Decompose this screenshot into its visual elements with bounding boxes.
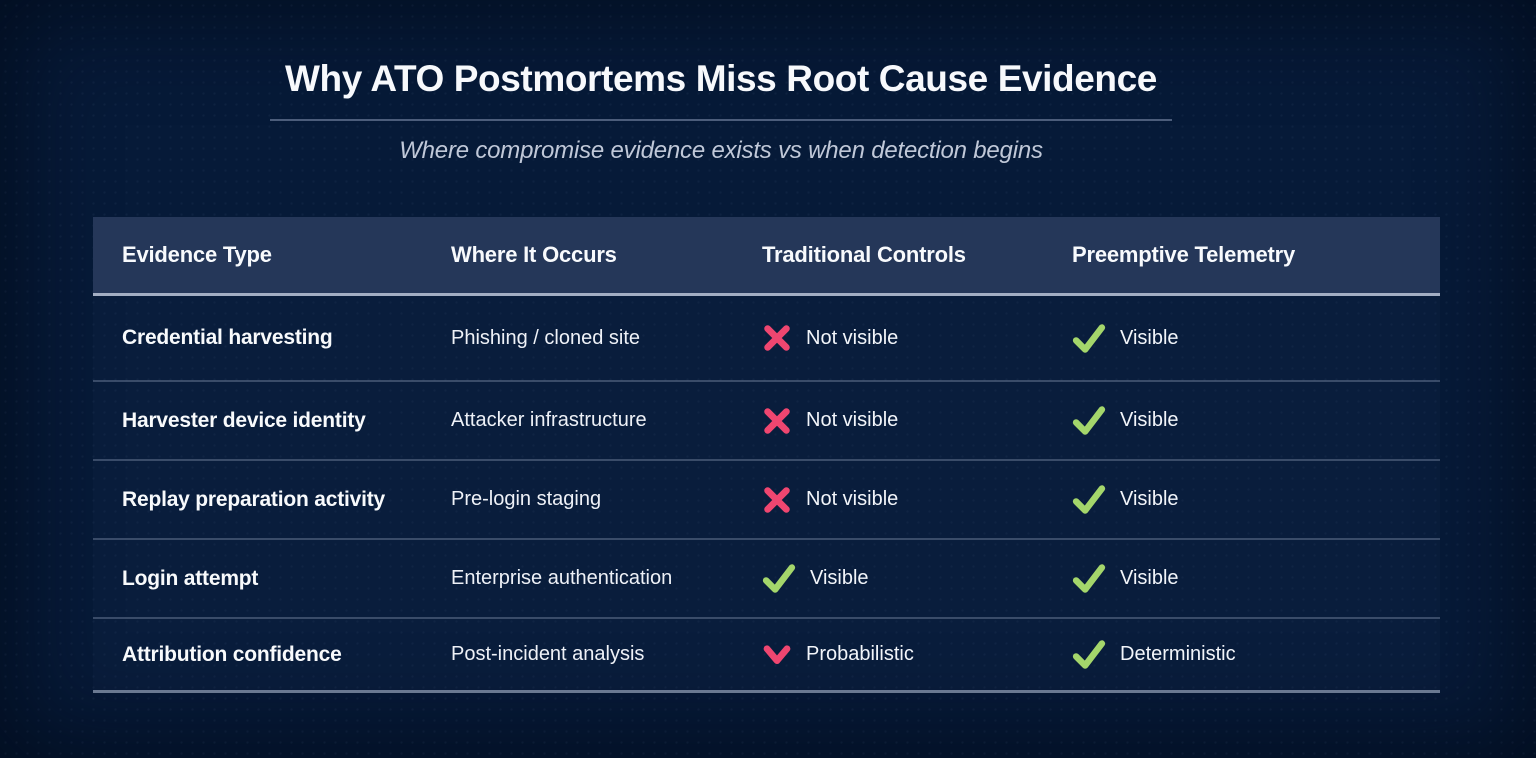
page-title: Why ATO Postmortems Miss Root Cause Evid… <box>285 58 1157 99</box>
where-it-occurs-cell: Pre-login staging <box>451 488 602 510</box>
status-label: Visible <box>1120 326 1179 349</box>
where-it-occurs-cell: Enterprise authentication <box>451 567 673 589</box>
title-divider <box>270 118 1172 121</box>
x-icon <box>762 485 792 515</box>
where-it-occurs-cell: Post-incident analysis <box>451 643 645 665</box>
where-it-occurs-cell: Phishing / cloned site <box>451 326 641 349</box>
preemptive-telemetry-cell: Visible <box>1072 405 1440 436</box>
evidence-type-cell: Credential harvesting <box>122 326 333 349</box>
status-label: Not visible <box>806 488 899 510</box>
status-label: Visible <box>1120 488 1179 510</box>
preemptive-telemetry-cell: Visible <box>1072 484 1440 515</box>
table-row: Replay preparation activity Pre-login st… <box>93 461 1440 540</box>
where-it-occurs-cell: Attacker infrastructure <box>451 409 647 431</box>
table-body: Credential harvesting Phishing / cloned … <box>93 296 1440 693</box>
preemptive-telemetry-cell: Visible <box>1072 323 1440 354</box>
x-icon <box>762 323 792 353</box>
check-icon <box>1072 323 1106 354</box>
page-subtitle: Where compromise evidence exists vs when… <box>399 136 1043 164</box>
table-row: Harvester device identity Attacker infra… <box>93 382 1440 461</box>
evidence-type-cell: Attribution confidence <box>122 642 342 666</box>
preemptive-telemetry-cell: Visible <box>1072 563 1440 594</box>
traditional-controls-cell: Not visible <box>762 485 1072 515</box>
traditional-controls-cell: Visible <box>762 563 1072 594</box>
table-row: Login attempt Enterprise authentication … <box>93 540 1440 619</box>
status-label: Visible <box>1120 409 1179 431</box>
header-cell-evidence-type: Evidence Type <box>122 242 272 267</box>
status-label: Visible <box>1120 567 1179 589</box>
evidence-type-cell: Harvester device identity <box>122 408 366 432</box>
check-icon <box>1072 484 1106 515</box>
check-icon <box>1072 563 1106 594</box>
evidence-type-cell: Login attempt <box>122 566 259 590</box>
evidence-type-cell: Replay preparation activity <box>122 487 386 511</box>
table-row: Credential harvesting Phishing / cloned … <box>93 296 1440 382</box>
check-icon <box>1072 639 1106 670</box>
status-label: Deterministic <box>1120 643 1236 665</box>
traditional-controls-cell: Probabilistic <box>762 643 1072 666</box>
table-row: Attribution confidence Post-incident ana… <box>93 619 1440 693</box>
status-label: Not visible <box>806 326 899 349</box>
status-label: Visible <box>810 567 869 589</box>
status-label: Probabilistic <box>806 643 914 665</box>
evidence-table: Evidence Type Where It Occurs Traditiona… <box>93 217 1440 693</box>
header-cell-preemptive-telemetry: Preemptive Telemetry <box>1072 242 1296 267</box>
header-cell-traditional-controls: Traditional Controls <box>762 242 966 267</box>
traditional-controls-cell: Not visible <box>762 323 1072 353</box>
header-cell-where-it-occurs: Where It Occurs <box>451 242 617 267</box>
status-label: Not visible <box>806 409 899 431</box>
x-icon <box>762 406 792 436</box>
chevron-down-icon <box>762 644 792 666</box>
preemptive-telemetry-cell: Deterministic <box>1072 639 1440 670</box>
traditional-controls-cell: Not visible <box>762 406 1072 436</box>
table-header-row: Evidence Type Where It Occurs Traditiona… <box>93 217 1440 296</box>
header-block: Why ATO Postmortems Miss Root Cause Evid… <box>270 58 1172 165</box>
check-icon <box>762 563 796 594</box>
check-icon <box>1072 405 1106 436</box>
